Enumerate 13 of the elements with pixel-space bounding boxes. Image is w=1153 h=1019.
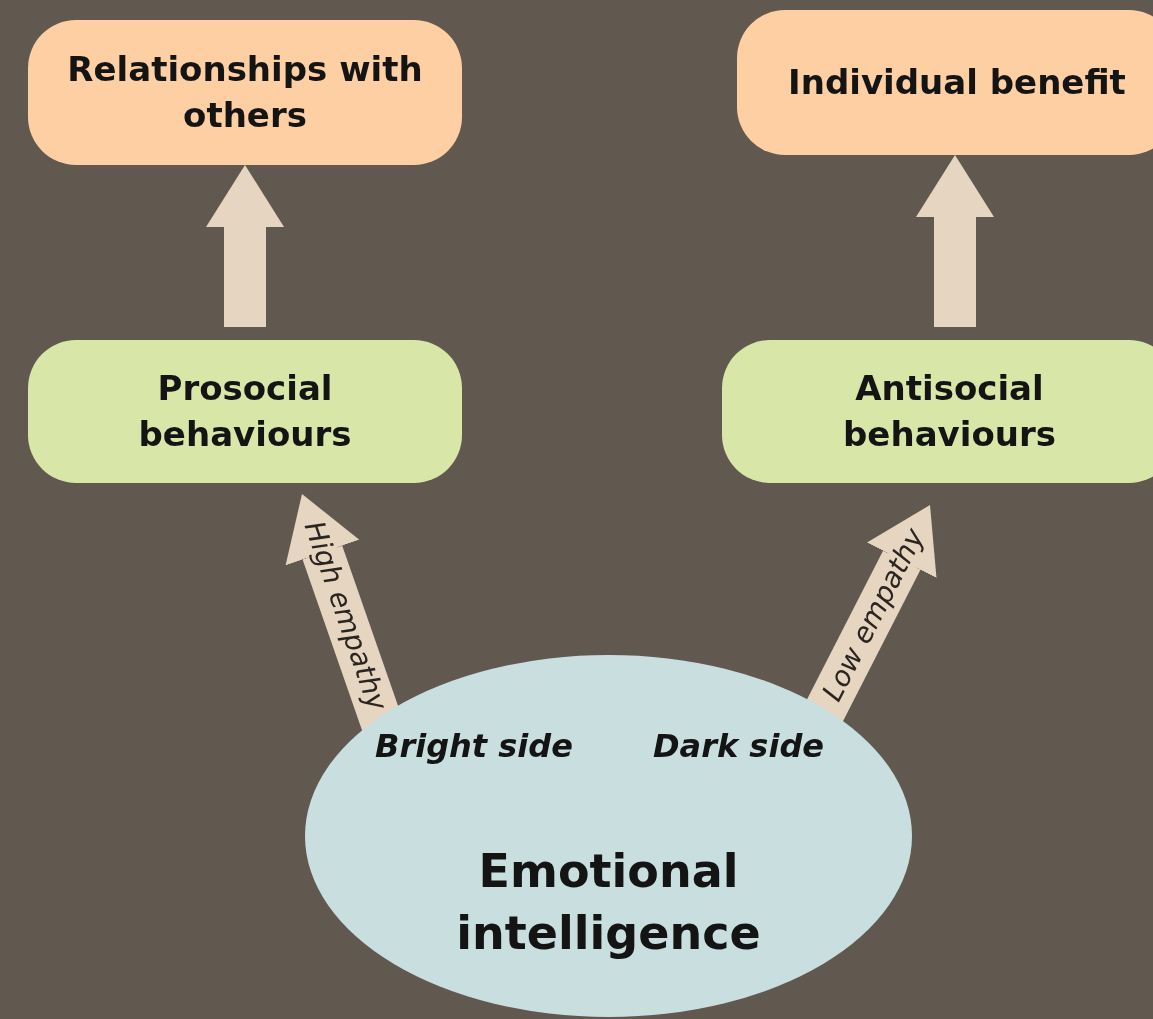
node-text: Bright side: [375, 727, 573, 765]
node-text: Antisocial behaviours: [842, 366, 1057, 456]
node-text: Relationships with others: [66, 47, 424, 137]
rounded-box: [28, 340, 462, 483]
node-text: Dark side: [653, 727, 824, 765]
block-arrow: [206, 165, 284, 327]
rounded-box: [722, 340, 1153, 483]
node-text: Prosocial behaviours: [137, 366, 353, 456]
block-arrow: [916, 155, 994, 327]
rounded-box: [737, 10, 1153, 155]
node-title: Emotional intelligence: [455, 843, 762, 963]
node-text: Individual benefit: [788, 60, 1126, 104]
rounded-box: [28, 20, 462, 165]
